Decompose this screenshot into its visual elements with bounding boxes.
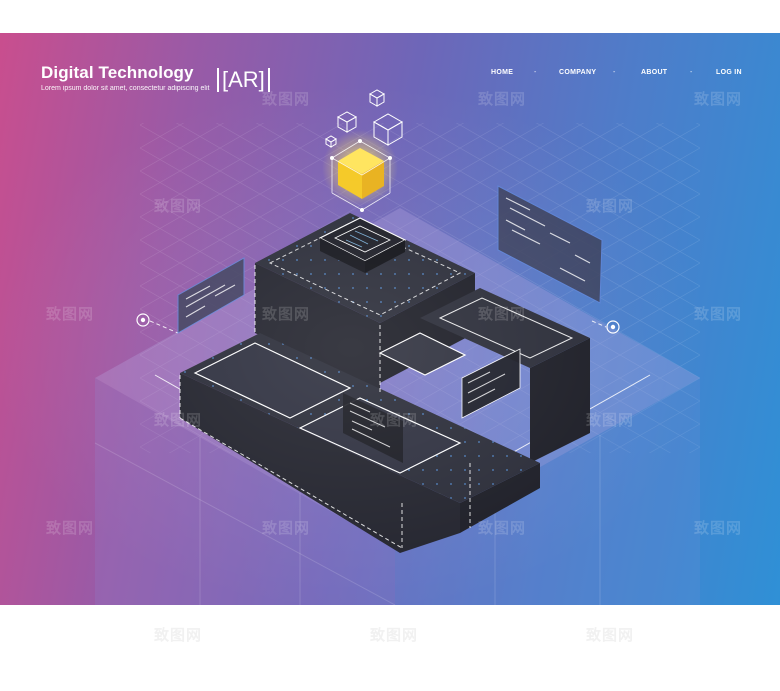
watermark: 致图网: [262, 519, 311, 537]
isometric-ar-illustration: [94, 89, 700, 605]
nav-item-about[interactable]: ABOUT: [641, 69, 668, 76]
watermark: 致图网: [478, 519, 527, 537]
nav-item-company[interactable]: COMPANY: [559, 69, 597, 76]
watermark: 致图网: [478, 90, 527, 108]
watermark: 致图网: [586, 411, 635, 429]
watermark: 致图网: [154, 197, 203, 215]
brand-block: Digital Technology Lorem ipsum dolor sit…: [41, 63, 209, 92]
glowing-ar-cube: [322, 130, 398, 212]
anchor-point-right: [606, 320, 620, 334]
nav-separator: -: [690, 69, 693, 76]
watermark: 致图网: [262, 305, 311, 323]
base-platform: [94, 208, 700, 605]
watermark: 致图网: [370, 411, 419, 429]
watermark: 致图网: [586, 197, 635, 215]
nav-item-log-in[interactable]: LOG IN: [716, 69, 742, 76]
top-navigation: HOME - COMPANY - ABOUT - LOG IN: [0, 69, 780, 83]
watermark: 致图网: [46, 519, 95, 537]
floating-wireframe-cubes: [325, 89, 404, 148]
processor-chip: [318, 217, 407, 273]
anchor-point-left: [136, 313, 150, 327]
watermark: 致图网: [46, 305, 95, 323]
watermark: 致图网: [370, 626, 419, 644]
site-title: Digital Technology: [41, 63, 194, 82]
code-panel-center: [343, 393, 403, 463]
code-panel-small: [461, 348, 521, 419]
watermark: 致图网: [694, 90, 743, 108]
watermark: 致图网: [478, 305, 527, 323]
nav-separator: -: [534, 69, 537, 76]
watermark: 致图网: [154, 411, 203, 429]
code-panel-left: [177, 257, 245, 334]
nav-item-home[interactable]: HOME: [491, 69, 514, 76]
top-white-margin: [0, 0, 780, 33]
code-panel-right: [497, 185, 603, 304]
nav-separator: -: [613, 69, 616, 76]
watermark: 致图网: [694, 305, 743, 323]
watermark: 致图网: [262, 90, 311, 108]
watermark: 致图网: [154, 626, 203, 644]
site-tagline: Lorem ipsum dolor sit amet, consectetur …: [41, 85, 210, 92]
watermark: 致图网: [586, 626, 635, 644]
hero-banner: Digital Technology Lorem ipsum dolor sit…: [0, 33, 780, 605]
watermark: 致图网: [694, 519, 743, 537]
ar-badge: [AR]: [217, 68, 270, 92]
